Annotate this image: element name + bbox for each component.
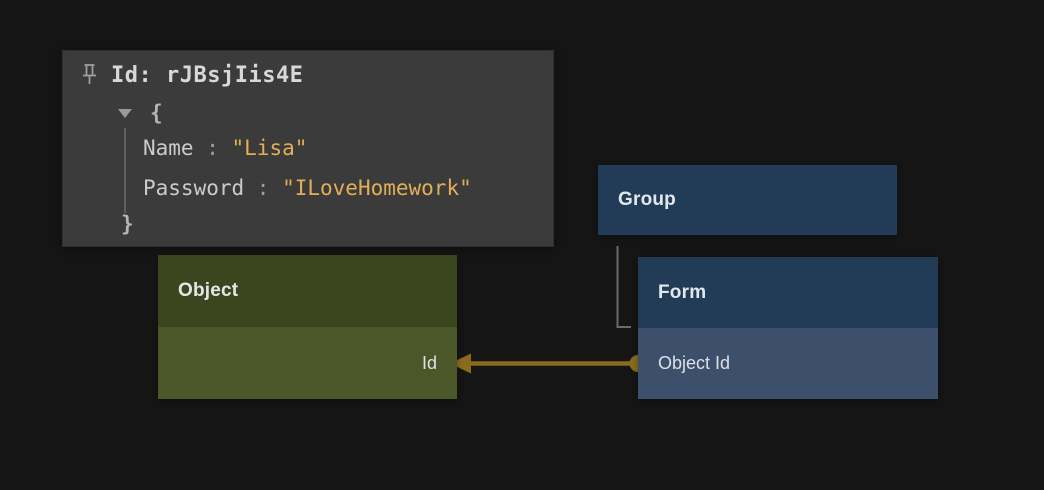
- group-form-connector-line: [616, 246, 631, 328]
- json-string-value: "Lisa": [231, 136, 308, 160]
- group-node-title: Group: [618, 189, 676, 210]
- group-node-header[interactable]: Group: [598, 165, 897, 235]
- json-separator: :: [244, 176, 283, 200]
- object-node-header[interactable]: Object: [158, 255, 457, 327]
- json-close-brace: }: [121, 212, 134, 236]
- json-field-row: Password : "ILoveHomework": [143, 176, 472, 200]
- form-node-title: Form: [658, 281, 707, 303]
- form-node[interactable]: Form Object Id: [638, 257, 938, 399]
- tooltip-header: Id: rJBsjIis4E: [81, 61, 303, 89]
- json-separator: :: [193, 136, 232, 160]
- tooltip-id-text: Id: rJBsjIis4E: [111, 62, 304, 88]
- json-close-row: }: [121, 212, 134, 236]
- form-node-header[interactable]: Form: [638, 257, 938, 328]
- pin-icon[interactable]: [81, 62, 98, 88]
- json-open-brace: {: [150, 101, 163, 125]
- tree-guide-line: [124, 128, 126, 213]
- object-node-title: Object: [178, 280, 239, 301]
- json-key: Name: [143, 136, 194, 160]
- pinned-data-tooltip: Id: rJBsjIis4E { Name : "Lisa" Password …: [62, 50, 554, 247]
- group-node[interactable]: Group: [598, 165, 897, 235]
- object-row-label: Id: [421, 352, 437, 373]
- form-row-label: Object Id: [658, 353, 731, 373]
- object-node-row-id[interactable]: Id: [158, 327, 457, 399]
- json-open-row: {: [118, 101, 163, 125]
- json-string-value: "ILoveHomework": [282, 176, 472, 200]
- collapse-triangle-icon[interactable]: [118, 108, 132, 118]
- json-field-row: Name : "Lisa": [143, 136, 307, 160]
- json-key: Password: [143, 176, 245, 200]
- form-node-row-object-id[interactable]: Object Id: [638, 328, 938, 399]
- object-node[interactable]: Object Id: [158, 255, 457, 399]
